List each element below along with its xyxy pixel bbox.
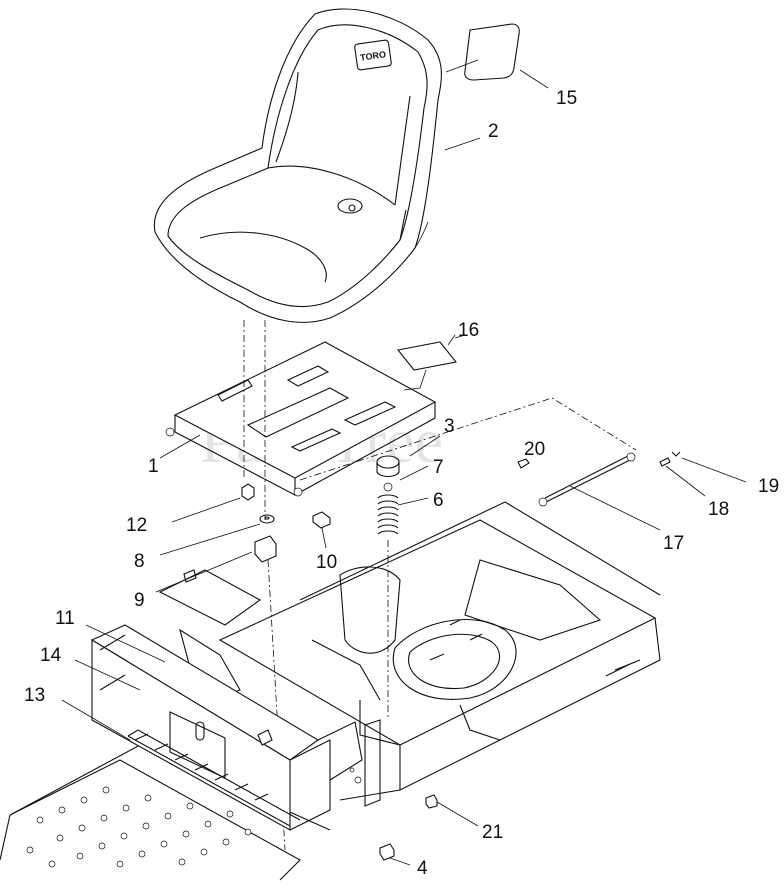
callout-12: 12 <box>126 515 147 536</box>
footrest-dots <box>26 786 252 868</box>
callout-7: 7 <box>433 457 444 478</box>
leader-lines <box>61 137 481 741</box>
callout-13: 13 <box>24 685 45 706</box>
callout-14: 14 <box>40 645 62 666</box>
decal-15 <box>445 23 549 89</box>
callout-18: 18 <box>708 499 729 520</box>
cable-assembly <box>299 397 747 531</box>
callout-8: 8 <box>134 551 145 572</box>
hardware-bottom <box>379 794 479 866</box>
callout-4: 4 <box>417 858 428 879</box>
chassis-frame <box>158 320 661 851</box>
callout-17: 17 <box>663 533 684 554</box>
callout-20: 20 <box>524 439 545 460</box>
seat-brand-label: TORO <box>360 49 387 62</box>
spring-assembly <box>376 435 441 535</box>
callout-15: 15 <box>556 88 577 109</box>
seat: TORO <box>153 8 442 323</box>
control-panel <box>90 624 381 831</box>
callout-19: 19 <box>758 476 779 497</box>
hardware-left <box>155 483 331 593</box>
footrest-platform <box>0 744 331 881</box>
callout-1: 1 <box>148 456 159 477</box>
seat-pan <box>159 341 437 497</box>
callout-3: 3 <box>444 416 455 437</box>
callout-10: 10 <box>316 552 337 573</box>
callout-6: 6 <box>433 490 444 511</box>
callout-11: 11 <box>55 608 75 629</box>
callout-2: 2 <box>488 121 499 142</box>
decal-16 <box>397 335 463 391</box>
callout-21: 21 <box>482 822 503 843</box>
callout-16: 16 <box>458 320 479 341</box>
callout-9: 9 <box>134 590 145 611</box>
callout-labels: 15 2 16 3 20 7 19 1 6 18 12 17 8 10 9 11… <box>24 88 779 879</box>
